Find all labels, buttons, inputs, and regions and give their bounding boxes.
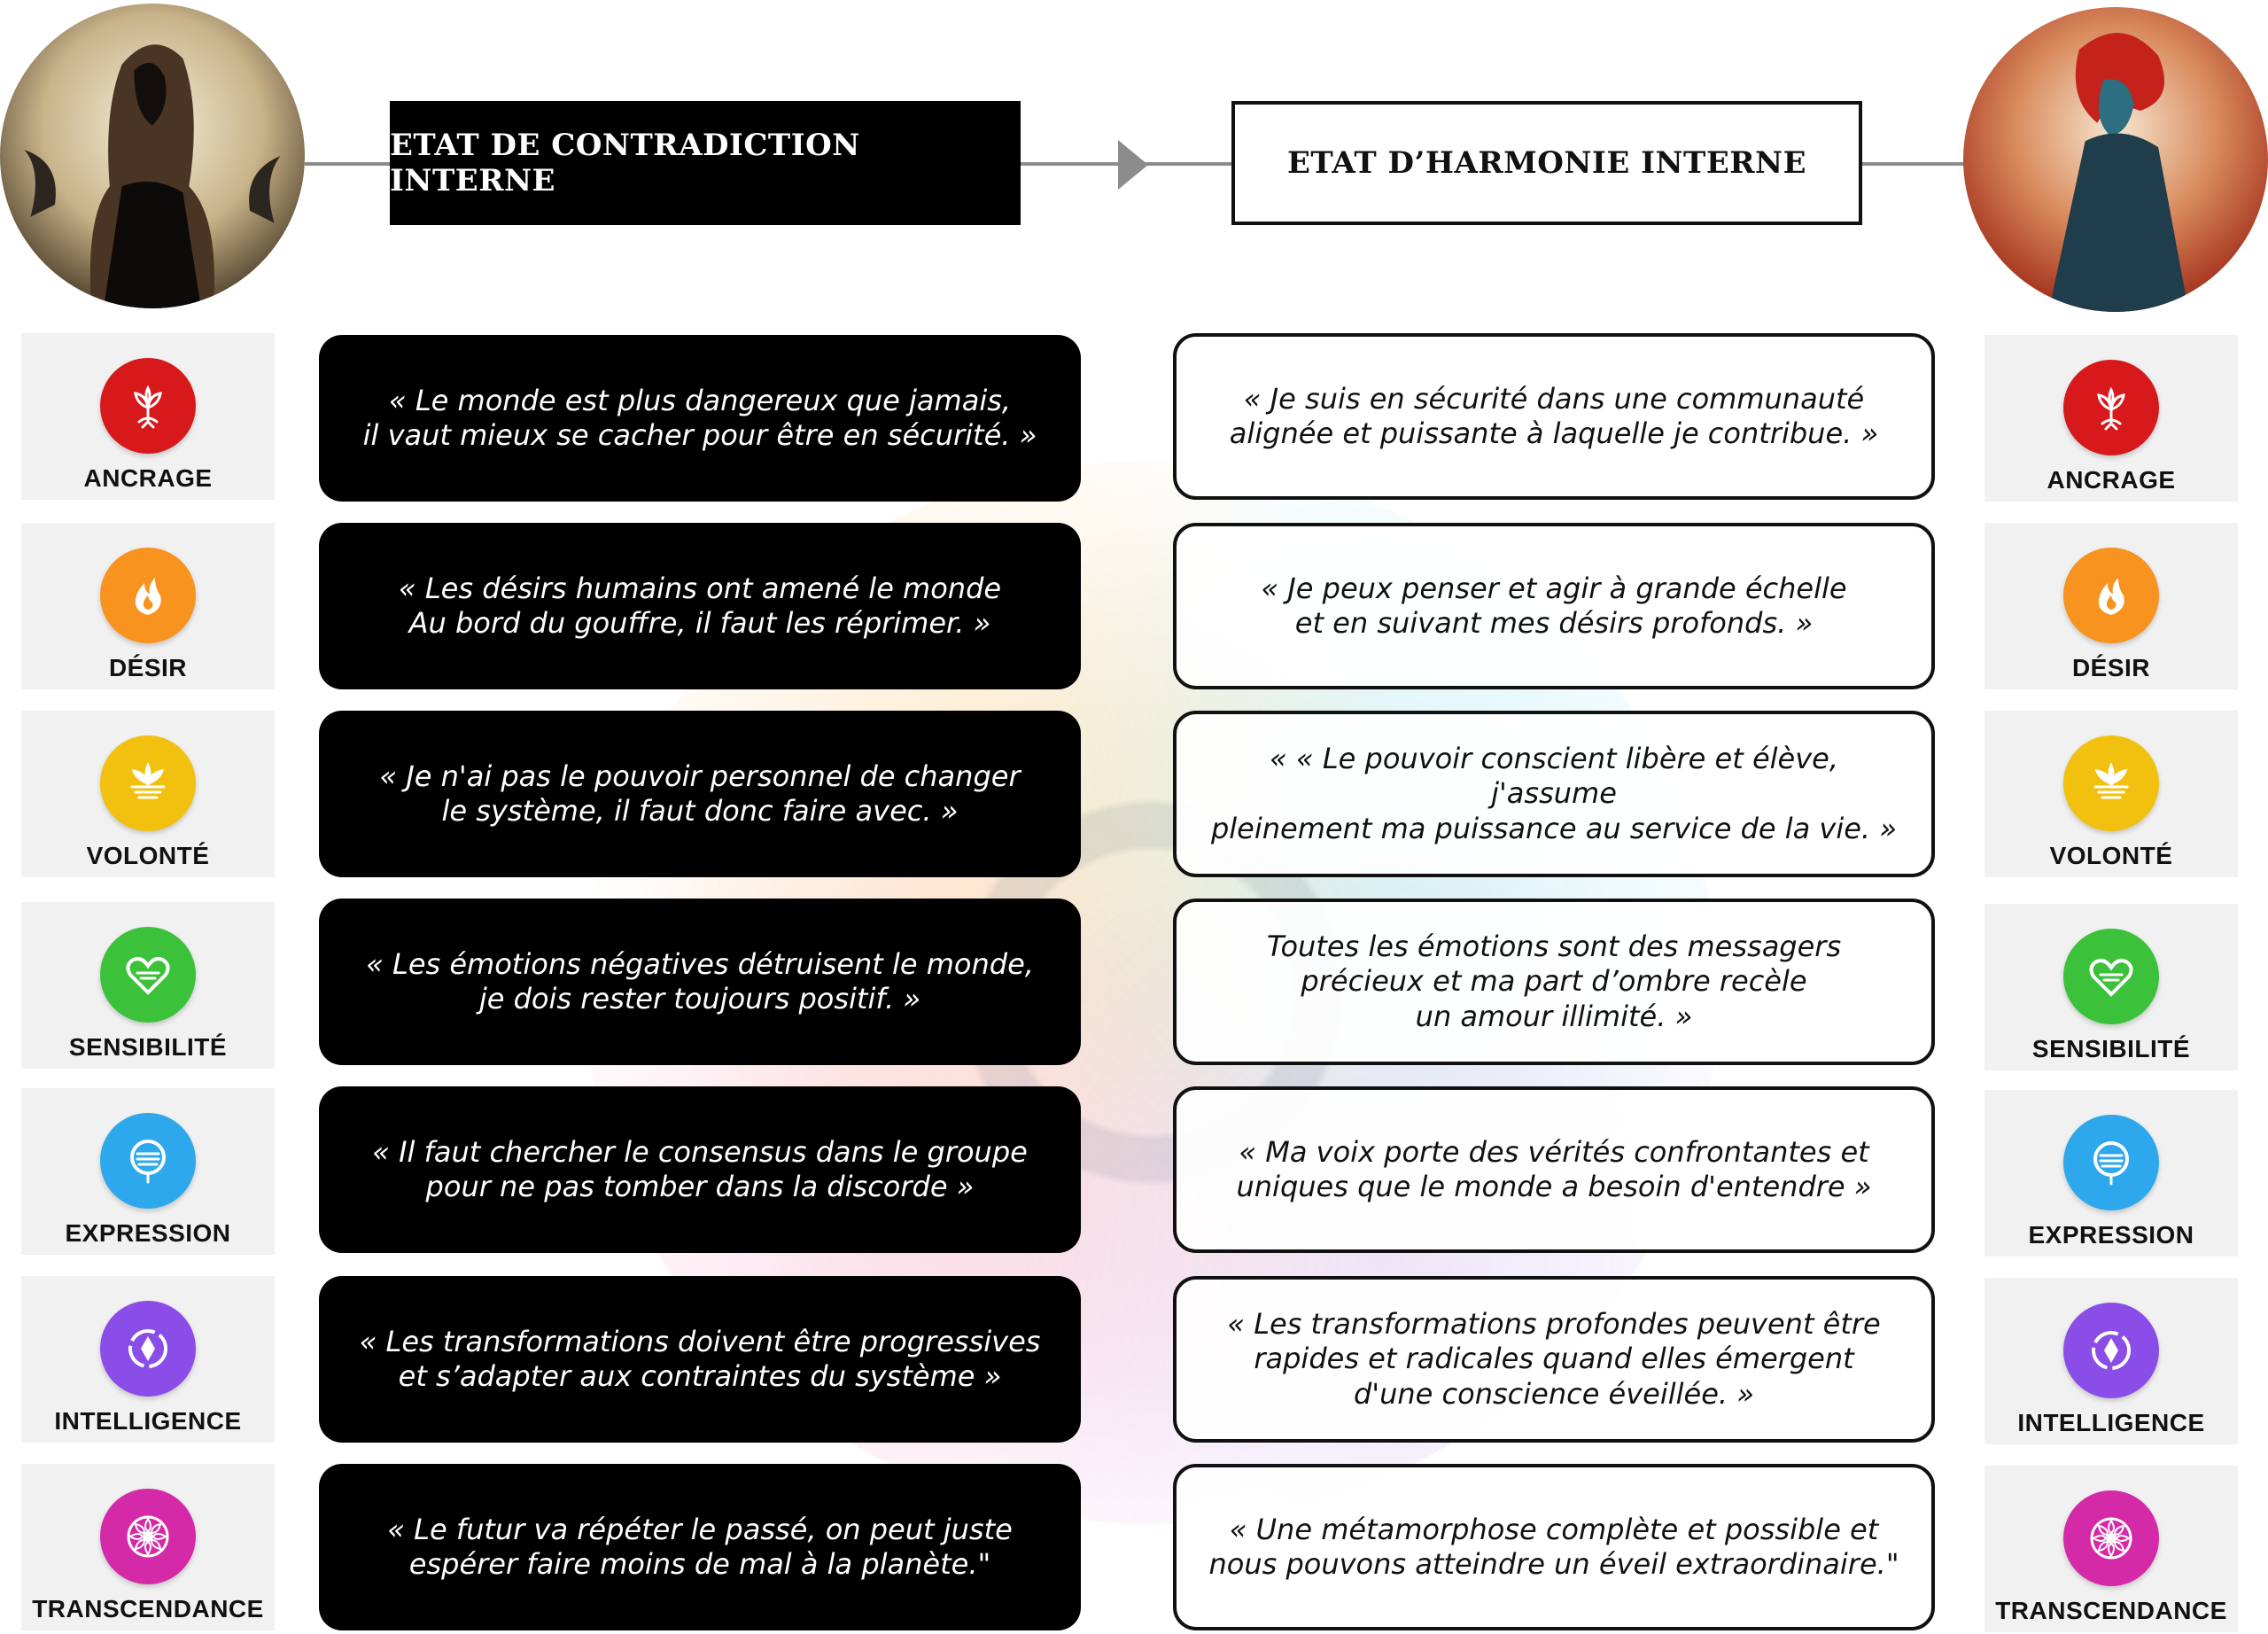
header-harmonie-label: ETAT D’HARMONIE INTERNE (1286, 145, 1807, 181)
throat-waves-icon (2063, 1115, 2159, 1210)
quote-contradiction-desir: « Les désirs humains ont amené le monde … (319, 523, 1081, 689)
chakra-card-right-ancrage: ANCRAGE (1984, 335, 2238, 502)
quote-harmonie-transcendance: « Une métamorphose complète et possible … (1173, 1464, 1935, 1630)
chakra-card-left-volonte: VOLONTÉ (21, 711, 275, 877)
chakra-label: DÉSIR (108, 654, 188, 681)
quote-harmonie-desir: « Je peux penser et agir à grande échell… (1173, 523, 1935, 689)
quote-contradiction-volonte: « Je n'ai pas le pouvoir personnel de ch… (319, 711, 1081, 877)
flame-icon (2063, 548, 2159, 643)
heart-icon (2063, 929, 2159, 1024)
portrait-left (0, 4, 305, 308)
heart-icon (100, 927, 196, 1023)
chakra-card-right-transcendance: TRANSCENDANCE (1984, 1466, 2238, 1632)
third-eye-icon (2063, 1303, 2159, 1398)
arrow-right-icon (1118, 140, 1148, 190)
chakra-card-right-volonte: VOLONTÉ (1984, 711, 2238, 877)
quote-contradiction-expression: « Il faut chercher le consensus dans le … (319, 1086, 1081, 1253)
header-contradiction-label: ETAT DE CONTRADICTION INTERNE (390, 128, 860, 198)
header-harmonie: ETAT D’HARMONIE INTERNE (1231, 101, 1862, 225)
lotus-sun-icon (100, 735, 196, 831)
portrait-right (1963, 7, 2268, 312)
chakra-label: ANCRAGE (2047, 466, 2176, 494)
chakra-label: TRANSCENDANCE (1995, 1597, 2227, 1624)
chakra-label: VOLONTÉ (2049, 842, 2173, 869)
root-sprout-icon (100, 358, 196, 454)
chakra-card-left-desir: DÉSIR (21, 523, 275, 689)
header-contradiction: ETAT DE CONTRADICTION INTERNE (390, 101, 1021, 225)
woman-silhouette-red-hair-portrait-icon (1963, 7, 2268, 312)
chakra-label: SENSIBILITÉ (68, 1033, 228, 1061)
chakra-card-right-sensibilite: SENSIBILITÉ (1984, 904, 2238, 1070)
crown-lotus-icon (100, 1489, 196, 1584)
flame-icon (100, 548, 196, 643)
chakra-label: INTELLIGENCE (54, 1407, 242, 1435)
chakra-label: EXPRESSION (2028, 1221, 2194, 1249)
connector-line-left (305, 162, 390, 166)
chakra-label: ANCRAGE (83, 464, 213, 492)
chakra-card-right-desir: DÉSIR (1984, 523, 2238, 689)
woman-silhouette-dark-portrait-icon (0, 4, 305, 308)
quote-contradiction-sensibilite: « Les émotions négatives détruisent le m… (319, 899, 1081, 1065)
connector-line-right (1862, 162, 1967, 166)
chakra-label: TRANSCENDANCE (32, 1595, 264, 1622)
quote-harmonie-ancrage: « Je suis en sécurité dans une communaut… (1173, 333, 1935, 500)
third-eye-icon (100, 1301, 196, 1397)
quote-harmonie-intelligence: « Les transformations profondes peuvent … (1173, 1276, 1935, 1443)
chakra-card-right-intelligence: INTELLIGENCE (1984, 1278, 2238, 1444)
quote-contradiction-intelligence: « Les transformations doivent être progr… (319, 1276, 1081, 1443)
root-sprout-icon (2063, 360, 2159, 455)
chakra-card-left-intelligence: INTELLIGENCE (21, 1276, 275, 1443)
chakra-card-left-sensibilite: SENSIBILITÉ (21, 902, 275, 1069)
chakra-card-right-expression: EXPRESSION (1984, 1090, 2238, 1257)
throat-waves-icon (100, 1113, 196, 1209)
quote-contradiction-ancrage: « Le monde est plus dangereux que jamais… (319, 335, 1081, 502)
chakra-label: SENSIBILITÉ (2031, 1035, 2191, 1062)
lotus-sun-icon (2063, 735, 2159, 831)
chakra-label: INTELLIGENCE (2017, 1409, 2205, 1436)
chakra-label: EXPRESSION (65, 1219, 231, 1247)
crown-lotus-icon (2063, 1490, 2159, 1586)
chakra-label: DÉSIR (2071, 654, 2151, 681)
chakra-label: VOLONTÉ (86, 842, 210, 869)
quote-harmonie-volonte: « « Le pouvoir conscient libère et élève… (1173, 711, 1935, 877)
quote-harmonie-expression: « Ma voix porte des vérités confrontante… (1173, 1086, 1935, 1253)
quote-contradiction-transcendance: « Le futur va répéter le passé, on peut … (319, 1464, 1081, 1630)
chakra-card-left-ancrage: ANCRAGE (21, 333, 275, 500)
quote-harmonie-sensibilite: Toutes les émotions sont des messagers p… (1173, 899, 1935, 1065)
chakra-card-left-transcendance: TRANSCENDANCE (21, 1464, 275, 1630)
chakra-card-left-expression: EXPRESSION (21, 1088, 275, 1255)
